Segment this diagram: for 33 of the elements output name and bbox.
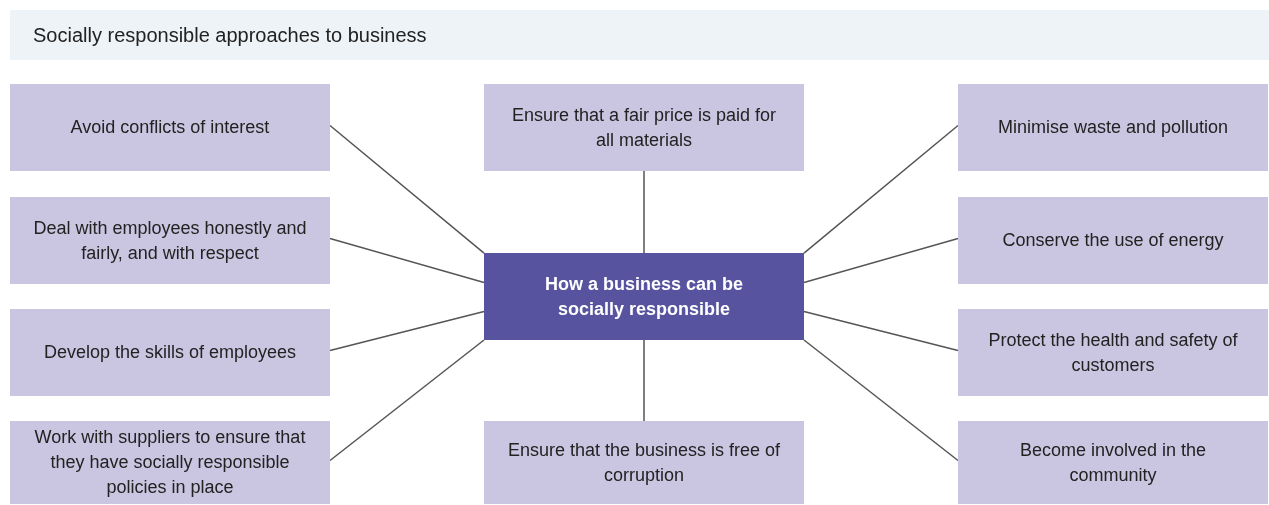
topic-box (958, 84, 1268, 171)
connector-line (803, 124, 959, 254)
topic-box (958, 421, 1268, 504)
topic-box (484, 421, 804, 504)
topic-box (10, 84, 330, 171)
topic-text: Avoid conflicts of interest (70, 116, 270, 139)
topic-box (10, 197, 330, 284)
connector-line (803, 310, 959, 352)
topic-text: Develop the skills of employees (43, 341, 297, 364)
topic-text: Ensure that the business is free of corruption (506, 438, 782, 487)
title-text: Socially responsible approaches to business (33, 24, 427, 47)
topic-text: Minimise waste and pollution (997, 116, 1229, 139)
connector-line (329, 124, 485, 254)
topic-text: Become involved in the community (1018, 438, 1208, 487)
topic-box (958, 309, 1268, 396)
topic-text: Work with suppliers to ensure that they have socially responsible policies in place (33, 426, 307, 499)
topic-text: Protect the health and safety of customers (987, 328, 1239, 377)
connector-line (803, 237, 959, 284)
connector-line (803, 339, 959, 462)
topic-box (10, 309, 330, 396)
connector-line (329, 237, 485, 284)
topic-text: Deal with employees honestly and fairly, and with respect (32, 216, 308, 265)
topic-box (484, 84, 804, 171)
central-box (484, 253, 804, 340)
topic-text: Conserve the use of energy (1002, 229, 1224, 252)
central-text: How a business can be socially responsible (543, 272, 745, 321)
topic-box (958, 197, 1268, 284)
connector-line (643, 170, 645, 254)
connector-line (329, 339, 485, 462)
topic-text: Ensure that a fair price is paid for all materials (510, 103, 778, 152)
connector-line (329, 310, 485, 352)
topic-box (10, 421, 330, 504)
connector-line (643, 339, 645, 422)
